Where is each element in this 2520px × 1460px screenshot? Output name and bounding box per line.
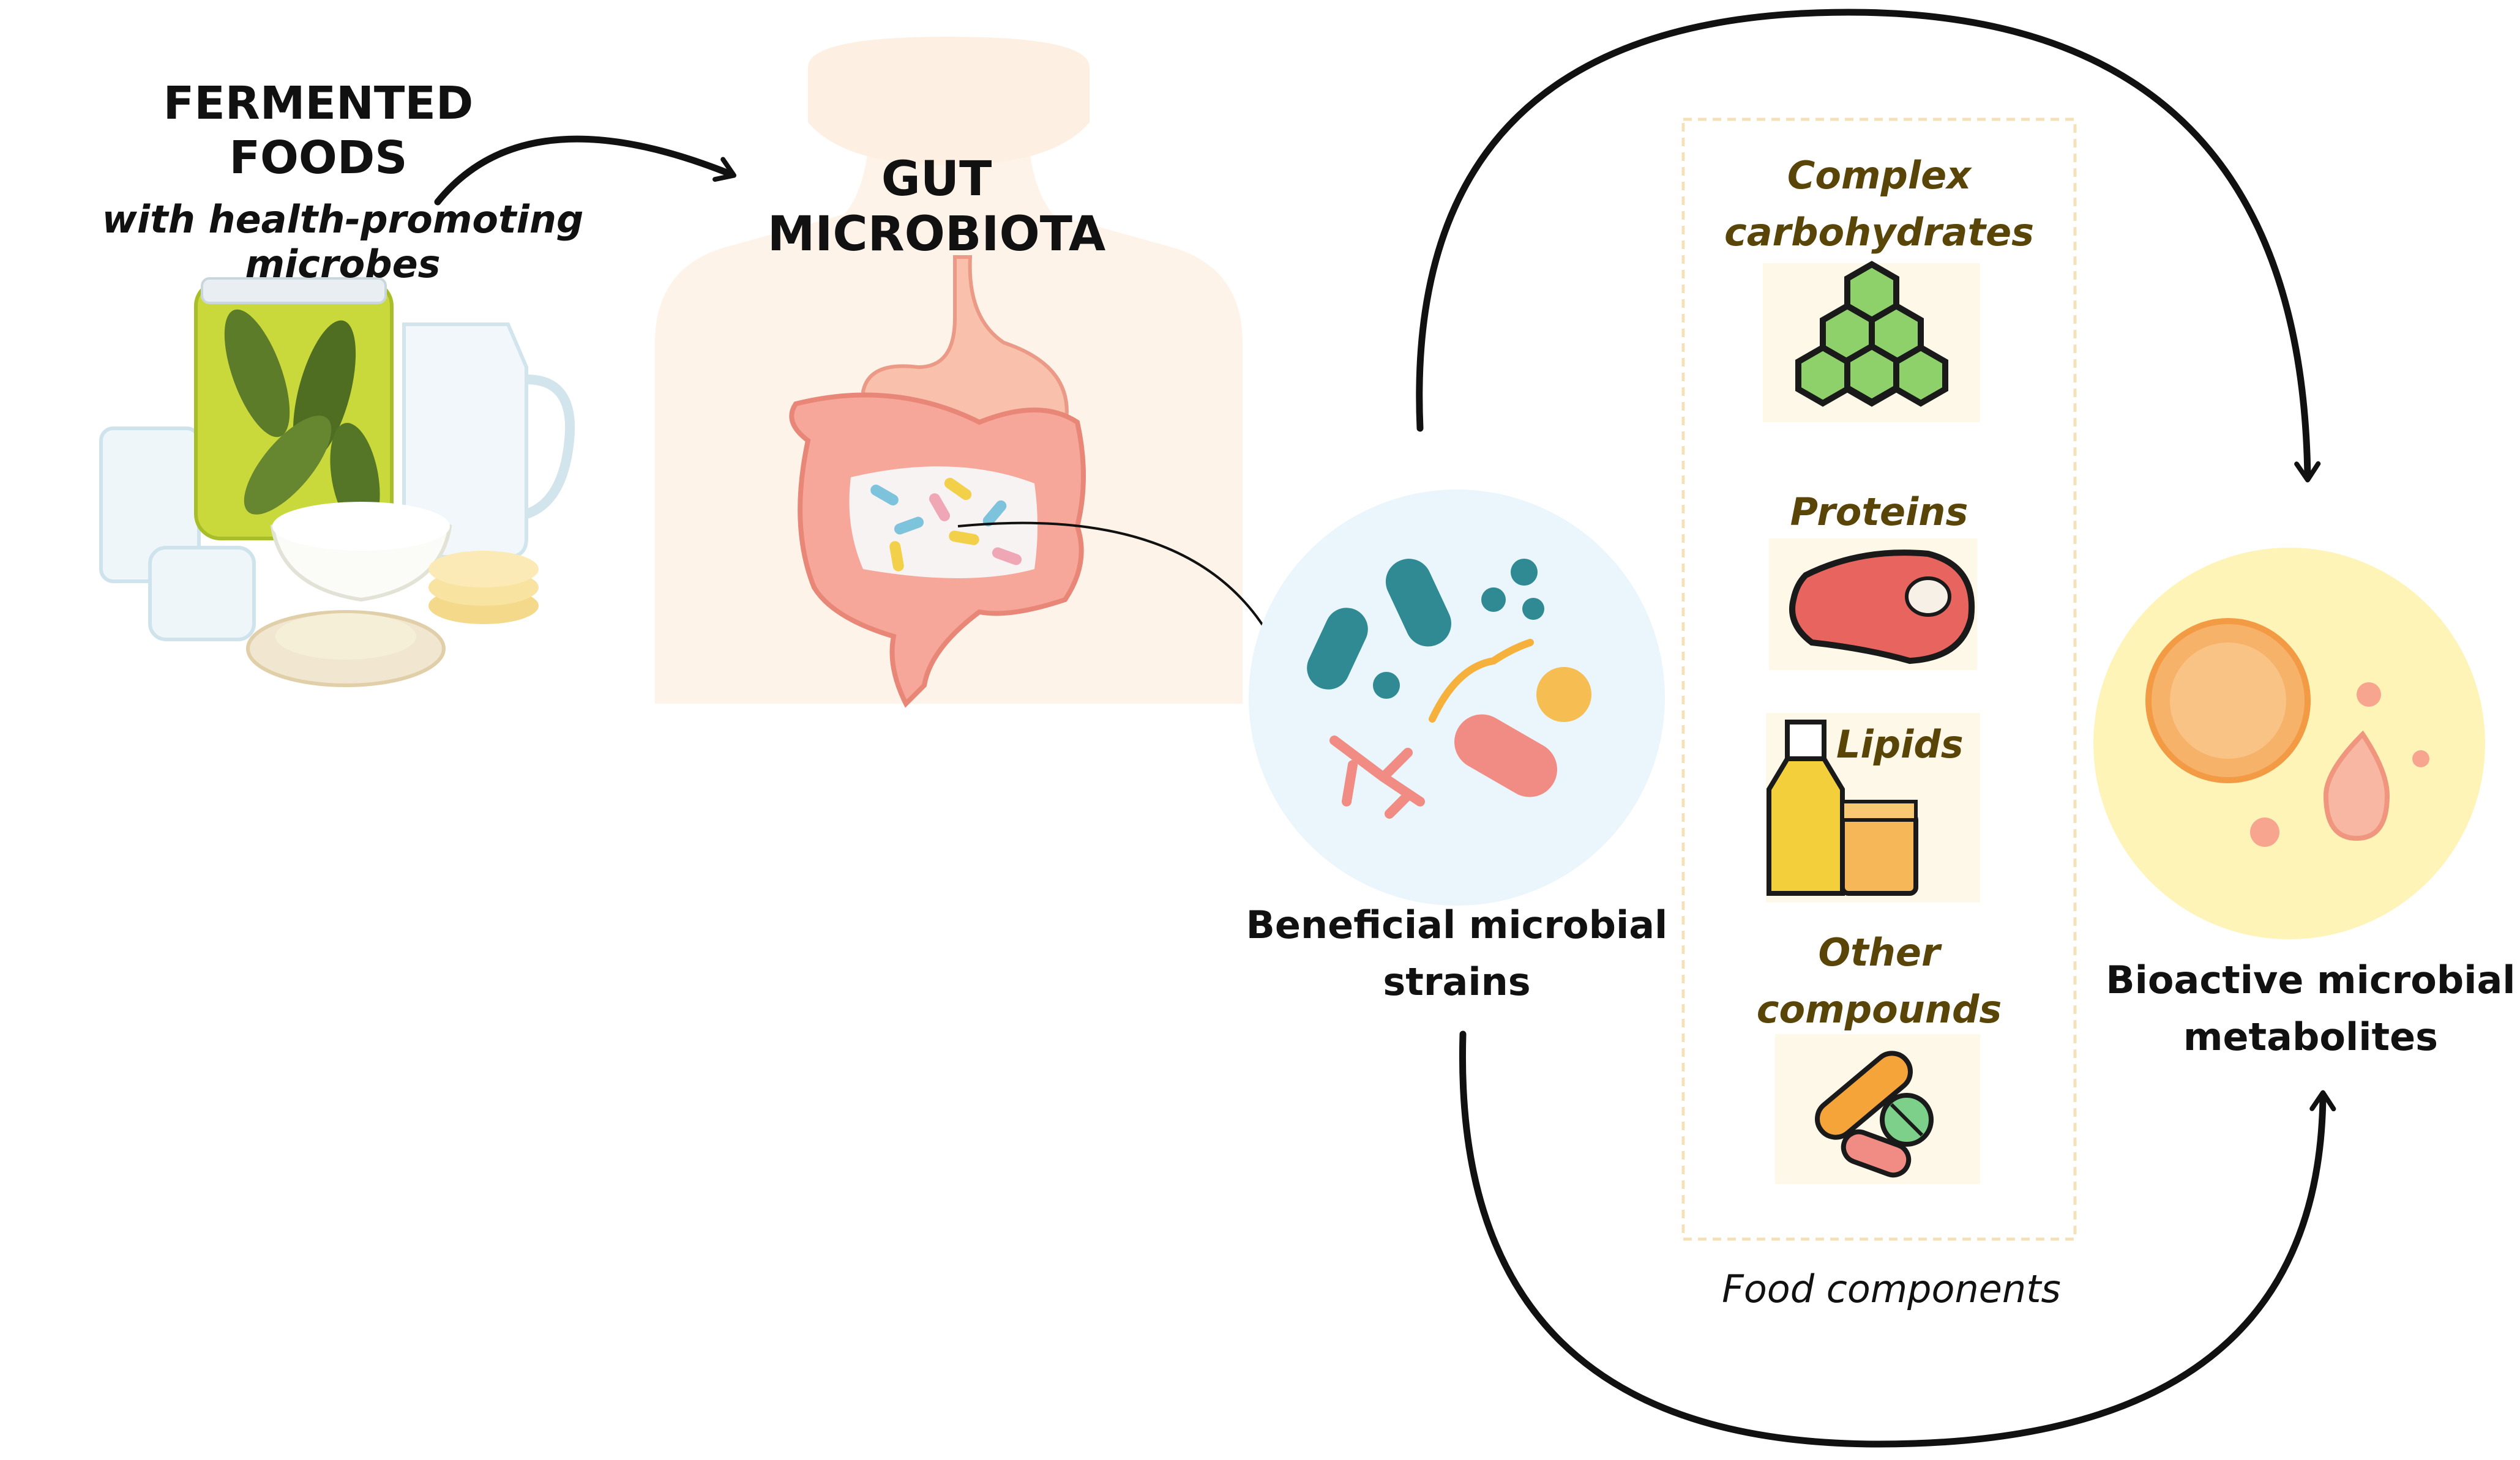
other-compounds-line1: Other [1818,930,1940,975]
food-item-lipids: Lipids [1836,722,1964,767]
arrow-foods-to-gut [434,135,737,206]
food-item-carbohydrates: Complex carbohydrates [1702,147,2057,261]
hexagon-carbohydrate-icon [1763,261,1980,422]
fermented-title-line2: FOODS [229,131,408,184]
metabolites-line1: Bioactive microbial [2106,958,2516,1002]
metabolites-line2: metabolites [2183,1015,2439,1059]
strains-label: Beneficial microbial strains [1236,896,1677,1010]
carbohydrates-line2: carbohydrates [1724,210,2035,255]
gut-body-illustration [655,37,1243,708]
gut-microbiota-title: GUT MICROBIOTA [735,152,1138,263]
food-item-proteins: Proteins [1790,490,1969,534]
gut-title-line1: GUT [881,152,992,207]
food-components-caption: Food components [1722,1267,2061,1311]
fermented-foods-title: FERMENTED FOODS [122,76,514,185]
metabolites-illustration [2093,548,2485,939]
fermented-title-line1: FERMENTED [163,77,474,130]
strains-line2: strains [1383,959,1531,1004]
arrow-gut-to-strains [957,521,1286,664]
arrow-strains-to-metabolites-bottom [1459,1030,2336,1448]
metabolites-label: Bioactive microbial metabolites [2106,952,2516,1065]
arrow-strains-to-metabolites-top [1416,9,2321,483]
gut-title-line2: MICROBIOTA [767,207,1106,263]
food-components-panel [1681,117,2077,1241]
food-item-other-compounds: Other compounds [1702,924,2057,1038]
other-compounds-line2: compounds [1756,987,2002,1032]
strains-line1: Beneficial microbial [1246,903,1668,947]
strains-illustration [1249,490,1665,906]
steak-icon [1769,538,1977,670]
pills-icon [1775,1034,1980,1184]
fermented-foods-illustration [99,277,575,687]
carbohydrates-line1: Complex [1787,153,1972,198]
fermented-subtitle: with health-promoting microbes [102,197,584,287]
oil-bottle-icon [1766,713,1980,903]
